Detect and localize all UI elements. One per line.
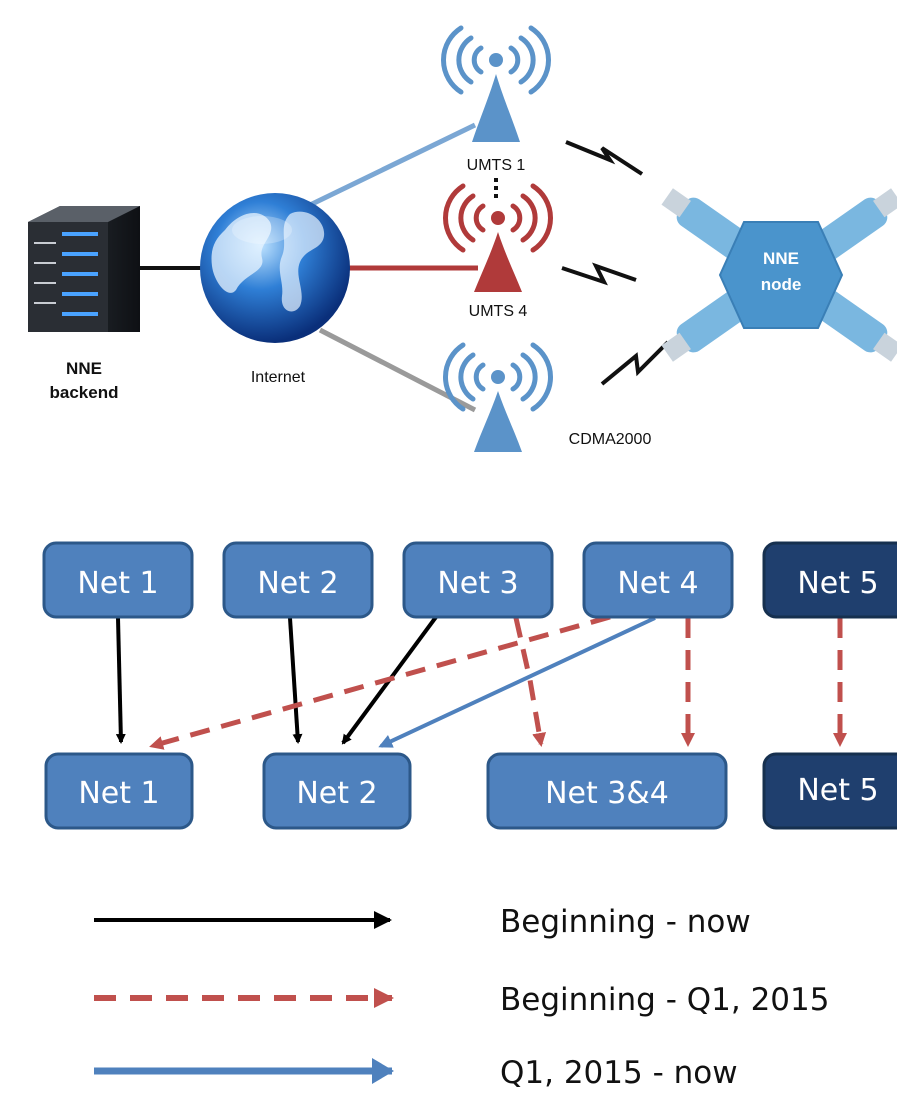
wireless-zigzag-icon bbox=[565, 140, 644, 176]
edge-net4-net2 bbox=[378, 616, 656, 748]
node-label: Net 4 bbox=[617, 566, 698, 601]
node-label: Net 1 bbox=[77, 566, 158, 601]
internet-label: Internet bbox=[251, 369, 306, 386]
node-top-net1: Net 1 bbox=[42, 541, 194, 619]
node-label: Net 3&4 bbox=[545, 776, 669, 811]
node-label: Net 2 bbox=[257, 566, 338, 601]
edge-net4-net1 bbox=[149, 614, 611, 750]
node-label-line2: node bbox=[761, 275, 802, 294]
edge-net1-net1 bbox=[115, 617, 126, 744]
node-label-line1: NNE bbox=[763, 249, 799, 268]
server-icon bbox=[28, 206, 140, 332]
node-bottom-net1: Net 1 bbox=[44, 752, 194, 830]
wireless-zigzag-icon bbox=[600, 340, 670, 386]
node-label: Net 5 bbox=[797, 566, 878, 601]
node-bottom-net2: Net 2 bbox=[262, 752, 412, 830]
deployment-illustration: NNE backend Internet UMTS 1 bbox=[28, 25, 897, 452]
node-label: Net 2 bbox=[296, 776, 377, 811]
edge-net3-net34 bbox=[513, 617, 547, 747]
legend-label: Q1, 2015 - now bbox=[500, 1055, 738, 1091]
legend-label: Beginning - now bbox=[500, 904, 751, 940]
node-bottom-net34: Net 3&4 bbox=[486, 752, 728, 830]
node-label: Net 5 bbox=[797, 773, 878, 808]
backend-label-line1: NNE bbox=[66, 359, 102, 378]
tower-umts4-icon bbox=[443, 183, 553, 292]
mapping-diagram: Net 1 Net 2 Net 3 Net 4 Net 5 Net 1 Net … bbox=[42, 541, 897, 830]
edge-net2-net2 bbox=[288, 617, 303, 744]
node-label: Net 1 bbox=[78, 776, 159, 811]
tower-umts1-icon bbox=[441, 25, 551, 142]
node-label: Net 3 bbox=[437, 566, 518, 601]
tower-cdma2000-label: CDMA2000 bbox=[569, 431, 652, 448]
legend: Beginning - now Beginning - Q1, 2015 Q1,… bbox=[94, 904, 829, 1091]
tower-cdma2000-icon bbox=[443, 342, 553, 452]
ellipsis-dots bbox=[494, 178, 498, 198]
node-top-net2: Net 2 bbox=[222, 541, 374, 619]
node-bottom-net5: Net 5 bbox=[762, 752, 897, 830]
link-internet-umts1 bbox=[308, 122, 477, 208]
node-top-net4: Net 4 bbox=[582, 541, 734, 619]
backend-label-line2: backend bbox=[50, 383, 119, 402]
legend-label: Beginning - Q1, 2015 bbox=[500, 982, 829, 1018]
node-top-net5: Net 5 bbox=[762, 541, 897, 619]
node-top-net3: Net 3 bbox=[402, 541, 554, 619]
globe-icon bbox=[200, 193, 350, 343]
nne-node-icon bbox=[661, 188, 897, 362]
tower-umts1-label: UMTS 1 bbox=[467, 157, 526, 174]
wireless-zigzag-icon bbox=[561, 262, 637, 286]
tower-umts4-label: UMTS 4 bbox=[469, 303, 528, 320]
